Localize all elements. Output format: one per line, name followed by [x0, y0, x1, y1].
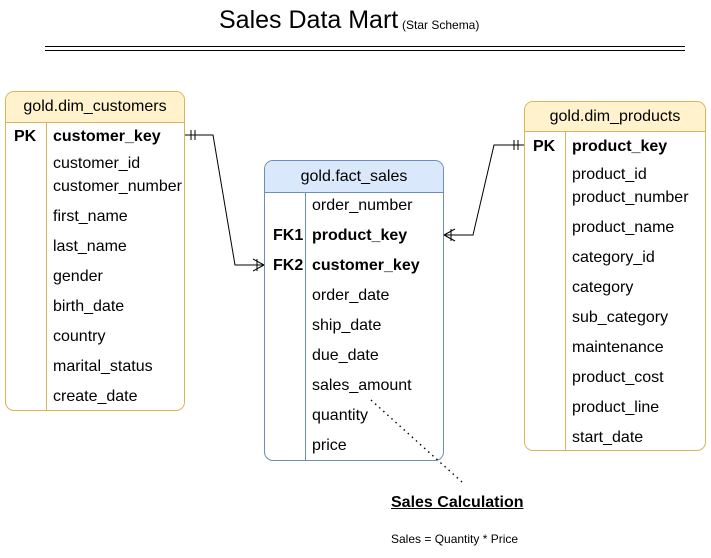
field-marital-status[interactable]: marital_status	[53, 358, 153, 375]
field-create-date[interactable]: create_date	[53, 388, 138, 405]
key-label: PK	[533, 138, 556, 155]
field-due-date[interactable]: due_date	[312, 347, 379, 364]
field-product-id[interactable]: product_id	[572, 166, 647, 183]
many-crowfoot-marker	[252, 258, 265, 266]
page-subtitle: (Star Schema)	[402, 18, 480, 32]
field-sub-category[interactable]: sub_category	[572, 309, 669, 326]
field-price[interactable]: price	[312, 437, 347, 454]
calculation-formula: Sales = Quantity * Price	[391, 532, 519, 546]
calculation-annotation-link	[370, 399, 463, 483]
products-fact-relationship	[444, 144, 524, 236]
field-birth-date[interactable]: birth_date	[53, 298, 125, 315]
dim-products-header: gold.dim_products	[525, 102, 705, 132]
key-column-divider	[265, 193, 306, 460]
many-crowfoot-marker	[443, 234, 456, 242]
field-order-number[interactable]: order_number	[312, 197, 413, 214]
field-product-cost[interactable]: product_cost	[572, 369, 664, 386]
field-customer-key[interactable]: customer_key	[53, 128, 161, 145]
field-category[interactable]: category	[572, 279, 634, 296]
fact-sales-header: gold.fact_sales	[265, 161, 443, 193]
field-order-date[interactable]: order_date	[312, 287, 390, 304]
field-product-key[interactable]: product_key	[312, 227, 408, 244]
field-last-name[interactable]: last_name	[53, 238, 127, 255]
customers-fact-relationship	[185, 134, 264, 266]
key-label: PK	[14, 128, 37, 145]
field-customer-id[interactable]: customer_id	[53, 155, 141, 172]
title-rule-top	[45, 46, 685, 47]
key-column-divider	[6, 123, 47, 410]
field-gender[interactable]: gender	[53, 268, 103, 285]
field-category-id[interactable]: category_id	[572, 249, 655, 266]
key-label: FK2	[273, 257, 304, 274]
dim-products-table[interactable]: gold.dim_products PK product_key product_i…	[524, 101, 706, 451]
calculation-title: Sales Calculation	[391, 494, 524, 511]
field-ship-date[interactable]: ship_date	[312, 317, 382, 334]
field-country[interactable]: country	[53, 328, 106, 345]
field-start-date[interactable]: start_date	[572, 429, 644, 446]
field-product-name[interactable]: product_name	[572, 219, 675, 236]
page-title: Sales Data Mart	[219, 6, 399, 34]
field-maintenance[interactable]: maintenance	[572, 339, 664, 356]
field-customer-number[interactable]: customer_number	[53, 178, 182, 195]
key-column-divider	[525, 132, 566, 450]
title-rule-bottom	[45, 50, 685, 51]
key-label: FK1	[273, 227, 304, 244]
field-product-line[interactable]: product_line	[572, 399, 660, 416]
field-sales-amount[interactable]: sales_amount	[312, 377, 412, 394]
many-crowfoot-marker	[252, 264, 265, 272]
many-crowfoot-marker	[443, 228, 456, 236]
field-first-name[interactable]: first_name	[53, 208, 128, 225]
dim-customers-header: gold.dim_customers	[6, 92, 184, 123]
field-product-number[interactable]: product_number	[572, 189, 689, 206]
field-product-key[interactable]: product_key	[572, 138, 668, 155]
field-quantity[interactable]: quantity	[312, 407, 369, 424]
field-customer-key[interactable]: customer_key	[312, 257, 420, 274]
